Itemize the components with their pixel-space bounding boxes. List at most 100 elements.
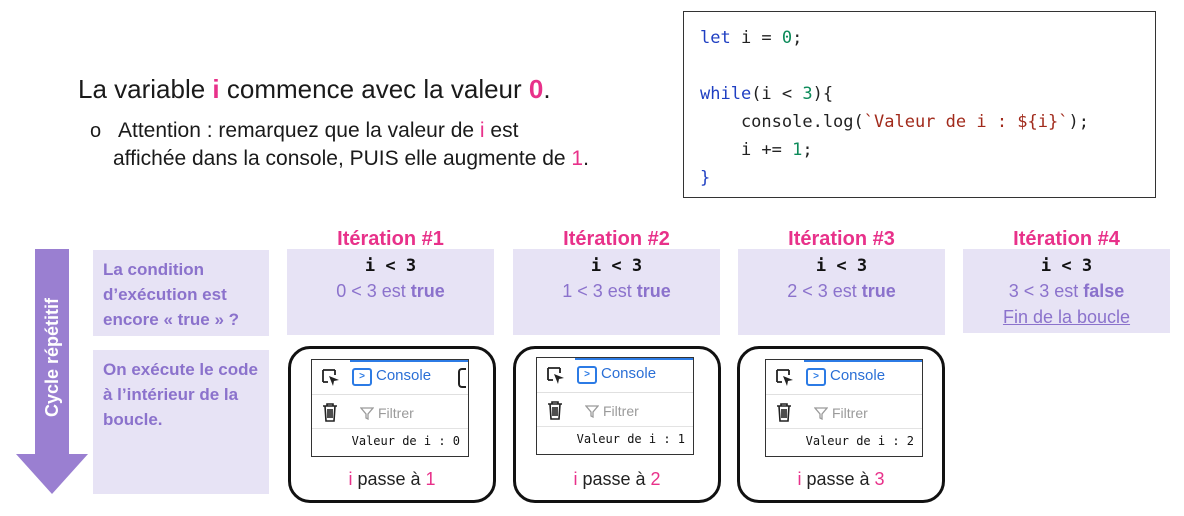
- console-tab[interactable]: Console: [601, 365, 657, 382]
- iteration-3-title: Itération #3: [788, 228, 895, 250]
- code-text: (i <: [751, 84, 803, 104]
- code-number: 1: [792, 140, 803, 160]
- console-filter-input[interactable]: Filtrer: [378, 405, 414, 421]
- console-icon: >: [806, 368, 826, 386]
- console-icon: >: [352, 368, 372, 386]
- filter-icon: [814, 407, 828, 420]
- heading-text-mid: commence avec la valeur: [219, 74, 529, 104]
- console-divider: [766, 428, 922, 429]
- console-tab-indicator: [575, 358, 693, 360]
- intro-heading: La variable i commence avec la valeur 0.: [78, 74, 551, 105]
- console-panel: > Console Filtrer Valeur de i : 2: [765, 359, 923, 457]
- filter-icon: [585, 405, 599, 418]
- condition-result-bool: true: [861, 281, 896, 301]
- console-panel: > Console Filtrer Valeur de i : 1: [536, 357, 694, 455]
- condition-result: 1 < 3 est true: [513, 278, 720, 304]
- code-text: ;: [802, 140, 813, 160]
- condition-result: 2 < 3 est true: [738, 278, 945, 304]
- condition-result-text: 0 < 3 est: [336, 281, 411, 301]
- caption-text: passe à: [352, 469, 426, 489]
- element-picker-icon[interactable]: [321, 368, 341, 388]
- execute-row-label: On exécute le code à l’intérieur de la b…: [93, 350, 269, 494]
- increment-caption: i passe à 1: [291, 469, 493, 490]
- iteration-1-condition: i < 3 0 < 3 est true: [287, 249, 494, 335]
- console-tab[interactable]: Console: [830, 367, 886, 384]
- caption-value: 2: [650, 469, 661, 489]
- trash-icon[interactable]: [775, 402, 793, 422]
- iteration-2-condition: i < 3 1 < 3 est true: [513, 249, 720, 335]
- heading-variable: i: [212, 74, 220, 104]
- code-text: );: [1068, 112, 1089, 132]
- code-text: i =: [730, 28, 782, 48]
- overflow-tab-icon[interactable]: [458, 368, 466, 388]
- code-number: 0: [781, 28, 793, 48]
- console-log-line: Valeur de i : 2: [805, 434, 914, 448]
- iteration-4-title: Itération #4: [1013, 228, 1120, 250]
- cycle-label: Cycle répétitif: [42, 297, 62, 417]
- code-text: console.log(: [700, 112, 864, 132]
- code-text: i +=: [700, 140, 793, 160]
- console-log-line: Valeur de i : 1: [576, 432, 685, 446]
- condition-result-bool: true: [636, 281, 671, 301]
- code-keyword-let: let: [700, 28, 731, 48]
- note-period: .: [583, 147, 589, 170]
- condition-result-text: 1 < 3 est: [562, 281, 637, 301]
- note-text: Attention : remarquez que la valeur de: [118, 119, 480, 142]
- note-line-2-text: affichée dans la console, PUIS elle augm…: [113, 147, 572, 170]
- note-text-mid: est: [484, 119, 519, 142]
- condition-expression: i < 3: [364, 256, 417, 276]
- condition-result-text: 3 < 3 est: [1008, 281, 1084, 301]
- caption-value: 3: [874, 469, 885, 489]
- code-keyword-while: while: [700, 84, 752, 104]
- console-panel: > Console Filtrer Valeur de i : 0: [311, 359, 469, 457]
- loop-end-label: Fin de la boucle: [1002, 307, 1131, 327]
- console-tab-indicator: [350, 360, 468, 362]
- condition-result: 3 < 3 est false: [963, 278, 1170, 304]
- condition-result: 0 < 3 est true: [287, 278, 494, 304]
- note-variable: i: [479, 119, 485, 142]
- condition-result-bool: true: [410, 281, 445, 301]
- console-icon: >: [577, 366, 597, 384]
- increment-caption: i passe à 2: [516, 469, 718, 490]
- console-divider: [312, 428, 468, 429]
- condition-expression: i < 3: [590, 256, 643, 276]
- console-log-line: Valeur de i : 0: [351, 434, 460, 448]
- heading-period: .: [543, 74, 551, 104]
- console-divider: [537, 426, 693, 427]
- code-block: let i = 0; while(i < 3){ console.log(`Va…: [683, 11, 1156, 198]
- console-filter-input[interactable]: Filtrer: [832, 405, 868, 421]
- caption-value: 1: [425, 469, 436, 489]
- code-close-brace: }: [700, 168, 711, 188]
- trash-icon[interactable]: [546, 400, 564, 420]
- caption-variable: i: [573, 469, 578, 489]
- increment-caption: i passe à 3: [740, 469, 942, 490]
- condition-expression: i < 3: [1040, 256, 1093, 276]
- trash-icon[interactable]: [321, 402, 339, 422]
- heading-text: La variable: [78, 74, 213, 104]
- console-tab-indicator: [804, 360, 922, 362]
- note-value: 1: [571, 147, 584, 170]
- filter-icon: [360, 407, 374, 420]
- note-line-2: affichée dans la console, PUIS elle augm…: [90, 145, 690, 173]
- element-picker-icon[interactable]: [775, 368, 795, 388]
- code-text: ;: [792, 28, 803, 48]
- iteration-4-condition: i < 3 3 < 3 est false Fin de la boucle: [963, 249, 1170, 333]
- code-number: 3: [802, 84, 813, 104]
- iteration-1-execution: > Console Filtrer Valeur de i : 0 i pass…: [288, 346, 496, 503]
- console-tab[interactable]: Console: [376, 367, 432, 384]
- caption-variable: i: [348, 469, 353, 489]
- console-toolbar: [537, 358, 693, 393]
- condition-expression: i < 3: [815, 256, 868, 276]
- console-toolbar: [312, 360, 468, 395]
- condition-row-label: La condition d’exécution est encore « tr…: [93, 250, 269, 336]
- element-picker-icon[interactable]: [546, 366, 566, 386]
- condition-result-text: 2 < 3 est: [787, 281, 862, 301]
- cycle-arrow-icon: [16, 249, 88, 494]
- iteration-3-execution: > Console Filtrer Valeur de i : 2 i pass…: [737, 346, 945, 503]
- caption-text: passe à: [801, 469, 875, 489]
- console-toolbar: [766, 360, 922, 395]
- caption-variable: i: [797, 469, 802, 489]
- code-string: `Valeur de i : ${i}`: [863, 112, 1069, 132]
- console-filter-input[interactable]: Filtrer: [603, 403, 639, 419]
